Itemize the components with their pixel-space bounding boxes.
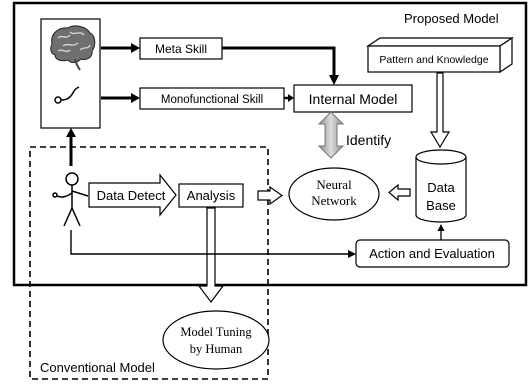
pattern-knowledge-label: Pattern and Knowledge <box>379 54 488 66</box>
action-evaluation-label: Action and Evaluation <box>369 246 495 261</box>
model-tuning-ellipse <box>162 310 270 370</box>
arrow-analysis-to-network <box>257 185 284 206</box>
internal-model-label: Internal Model <box>309 91 398 107</box>
identify-double-arrow <box>317 111 345 159</box>
proposed-model-title: Proposed Model <box>404 11 499 26</box>
conventional-model-title: Conventional Model <box>40 360 155 375</box>
hand-icon <box>54 86 80 104</box>
neural-network-ellipse <box>288 167 380 221</box>
arrow-analysis-to-tuning <box>197 207 225 303</box>
neural-network-label-line1: Neural <box>316 177 352 192</box>
arrow-pattern-to-database <box>429 72 451 149</box>
arrow-brain-to-meta-head <box>131 43 140 53</box>
arrow-action-to-database-head <box>437 224 445 231</box>
arrow-meta-to-internal <box>222 46 336 76</box>
monofunctional-skill-label: Monofunctional Skill <box>161 94 263 106</box>
action-evaluation-box <box>355 239 510 268</box>
arrow-human-to-skills-head <box>66 128 76 137</box>
conventional-model-frame <box>29 146 269 380</box>
pattern-knowledge-box <box>366 36 514 74</box>
data-detect-label: Data Detect <box>97 188 166 203</box>
brain-icon <box>50 25 96 71</box>
arrow-meta-to-internal-head <box>329 75 339 85</box>
model-tuning-label-line2: by Human <box>190 342 243 356</box>
stick-figure-icon <box>52 172 89 227</box>
arrow-human-to-action-head <box>348 250 356 258</box>
database-label-line1: Data <box>427 180 455 195</box>
analysis-label: Analysis <box>187 188 236 203</box>
data-detect-arrow <box>88 173 177 217</box>
analysis-box <box>178 183 244 208</box>
model-tuning-label-line1: Model Tuning <box>180 325 252 339</box>
arrow-database-to-network <box>388 183 411 202</box>
arrow-mono-to-internal-head <box>288 94 294 102</box>
meta-skill-label: Meta Skill <box>155 42 207 56</box>
database-label-line2: Base <box>426 198 456 213</box>
internal-model-box <box>293 84 413 113</box>
identify-label: Identify <box>346 132 391 148</box>
proposed-model-frame <box>12 1 528 287</box>
neural-network-label-line2: Network <box>311 193 357 208</box>
database-cylinder <box>415 149 467 223</box>
arrow-human-to-action <box>70 230 348 255</box>
arrow-hand-to-mono-head <box>131 93 140 103</box>
